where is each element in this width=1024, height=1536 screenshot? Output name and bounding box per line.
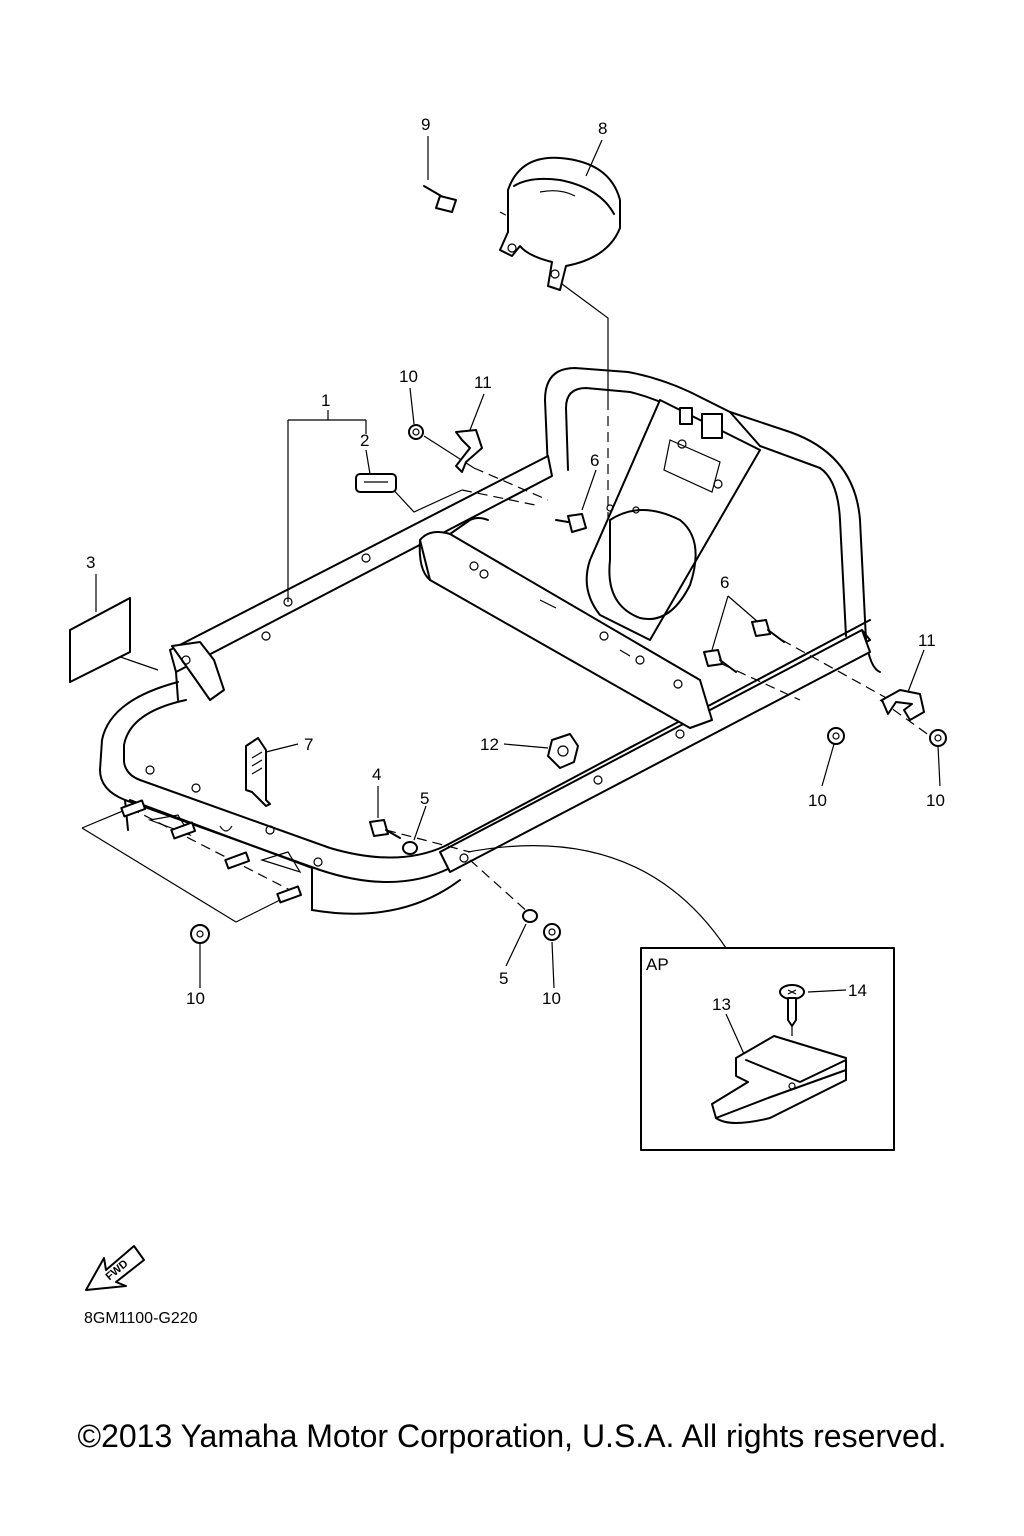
callout-8: 8	[598, 119, 607, 138]
part-11-clamp-upper	[455, 429, 483, 473]
callout-7: 7	[304, 735, 313, 754]
part-11-clamp-right	[881, 689, 925, 721]
assembly-lines	[81, 211, 931, 949]
callout-13: 13	[712, 995, 731, 1014]
callout-10-upper: 10	[399, 367, 418, 386]
part-10-nut-right-a	[827, 727, 845, 745]
diagram-code: 8GM1100-G220	[84, 1310, 198, 1327]
part-6-bolt-upper	[555, 513, 587, 533]
roll-bar-bracket	[701, 413, 723, 439]
callout-labels: 9 8 10 11 1 2 6 3 6 11 7 12 4 5 10 10 5 …	[86, 115, 945, 1008]
callout-6-right: 6	[720, 573, 729, 592]
callout-10-bottom-left: 10	[186, 989, 205, 1008]
part-9-rivet	[423, 185, 457, 213]
callout-10-right-b: 10	[926, 791, 945, 810]
frame-rails	[99, 455, 871, 915]
callout-4: 4	[372, 765, 381, 784]
part-7-bracket	[245, 737, 271, 807]
ap-inset-frame	[640, 947, 895, 1151]
callout-10-right-a: 10	[808, 791, 827, 810]
ap-inset-label: AP	[646, 955, 669, 974]
part-10-nut-upper	[408, 424, 424, 440]
callout-1: 1	[321, 391, 330, 410]
part-5-washer-b	[522, 909, 538, 923]
callout-11-right: 11	[918, 631, 936, 650]
part-2-clip	[355, 473, 397, 493]
copyright-notice: ©2013 Yamaha Motor Corporation, U.S.A. A…	[77, 1418, 947, 1454]
callout-12: 12	[480, 735, 499, 754]
part-10-nut-bottom-left	[190, 924, 210, 944]
part-10-nut-right-b	[929, 729, 947, 747]
part-12-clip	[547, 733, 579, 769]
callout-5-bottom: 5	[499, 969, 508, 988]
part-3-label	[69, 597, 131, 683]
ap-inset: AP 14 13	[640, 947, 895, 1151]
callout-14: 14	[848, 981, 867, 1000]
frame-studs	[120, 799, 303, 904]
callout-5-left: 5	[420, 789, 429, 808]
part-6-bolts-right	[703, 595, 785, 673]
part-5-washer-a	[402, 841, 418, 855]
part-4-bolt	[369, 819, 401, 839]
callout-2: 2	[360, 431, 369, 450]
callout-3: 3	[86, 553, 95, 572]
callout-9: 9	[421, 115, 430, 134]
center-cross-member	[418, 517, 713, 729]
callout-leaders	[95, 136, 941, 989]
part-8-cushion	[499, 156, 621, 291]
fwd-arrow-icon: FWD	[85, 1245, 145, 1291]
callout-10-bottom-center: 10	[542, 989, 561, 1008]
part-10-nut-bottom-center	[543, 923, 561, 941]
part-13-plate	[711, 1035, 847, 1124]
callout-11-upper: 11	[474, 373, 492, 392]
callout-6-upper: 6	[590, 451, 599, 470]
